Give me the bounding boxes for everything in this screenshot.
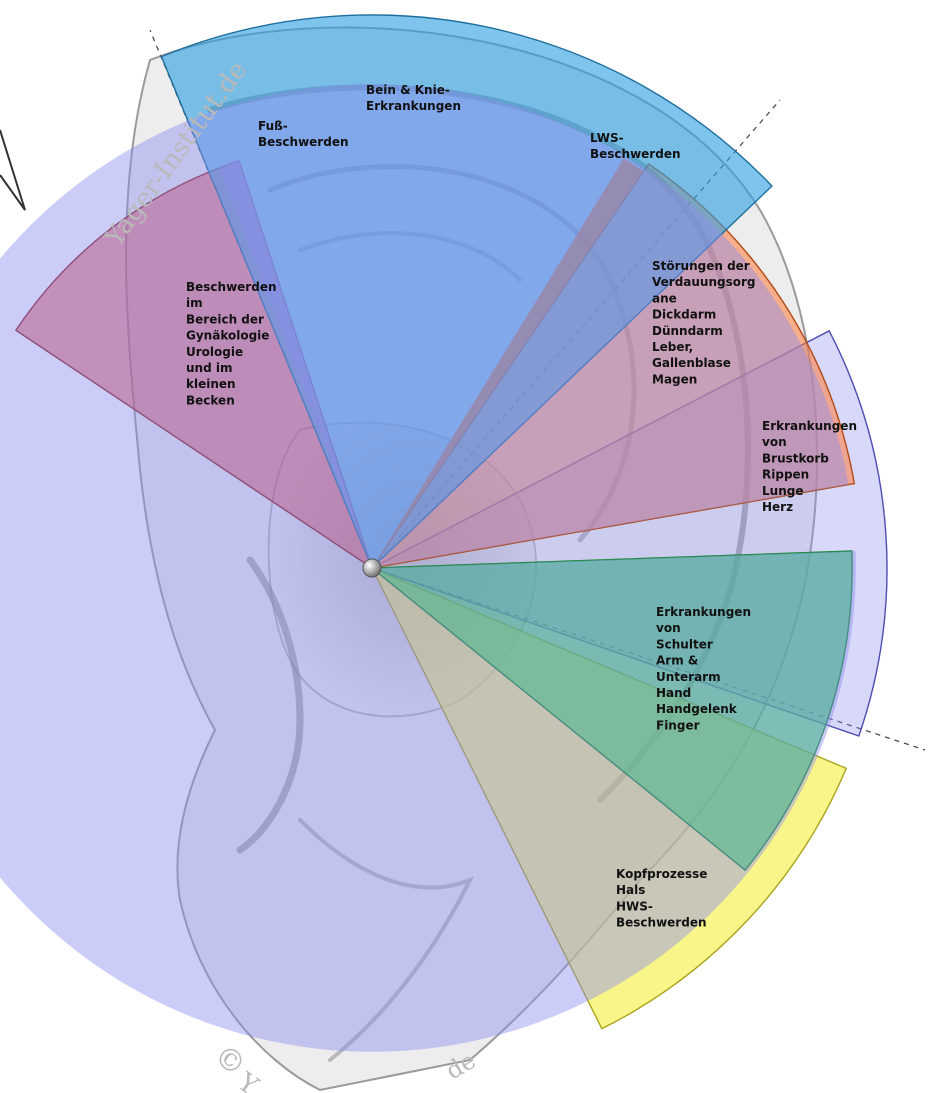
label-line: Finger <box>656 718 700 732</box>
label-line: Beschwerden <box>186 280 277 294</box>
label-line: Verdauungsorg <box>652 275 756 289</box>
label-line: Bereich der <box>186 312 264 326</box>
label-line: Urologie <box>186 345 243 359</box>
label-line: Gallenblase <box>652 356 731 370</box>
label-line: im <box>186 296 203 310</box>
label-line: Erkrankungen <box>366 99 461 113</box>
label-line: Beschwerden <box>590 147 681 161</box>
label-line: Handgelenk <box>656 702 738 716</box>
label-line: ane <box>652 291 677 305</box>
label-line: Herz <box>762 500 793 514</box>
label-line: Beschwerden <box>258 135 349 149</box>
label-line: Brustkorb <box>762 451 829 465</box>
label-line: Schulter <box>656 637 713 651</box>
label-line: und im <box>186 361 232 375</box>
label-line: Störungen der <box>652 259 750 273</box>
label-line: Gynäkologie <box>186 329 269 343</box>
zone-sectors <box>0 15 887 1052</box>
ear-pointer-arrow <box>0 130 25 210</box>
label-line: Dünndarm <box>652 324 723 338</box>
label-line: von <box>762 435 787 449</box>
label-line: Lunge <box>762 484 803 498</box>
label-line: Arm & <box>656 654 698 668</box>
label-line: Unterarm <box>656 670 721 684</box>
label-line: Erkrankungen <box>762 419 857 433</box>
label-line: Rippen <box>762 468 809 482</box>
label-line: Magen <box>652 372 697 386</box>
label-line: Hals <box>616 883 645 897</box>
pivot-point <box>363 559 381 577</box>
label-line: von <box>656 621 681 635</box>
label-line: Beschwerden <box>616 916 707 930</box>
label-line: Dickdarm <box>652 308 716 322</box>
label-line: Fuß- <box>258 119 288 133</box>
label-line: Kopfprozesse <box>616 867 707 881</box>
label-line: LWS- <box>590 131 624 145</box>
label-line: kleinen <box>186 377 236 391</box>
label-line: Bein & Knie- <box>366 83 450 97</box>
label-line: Becken <box>186 393 235 407</box>
label-line: Leber, <box>652 340 693 354</box>
label-line: HWS- <box>616 899 653 913</box>
label-line: Erkrankungen <box>656 605 751 619</box>
label-line: Hand <box>656 686 691 700</box>
